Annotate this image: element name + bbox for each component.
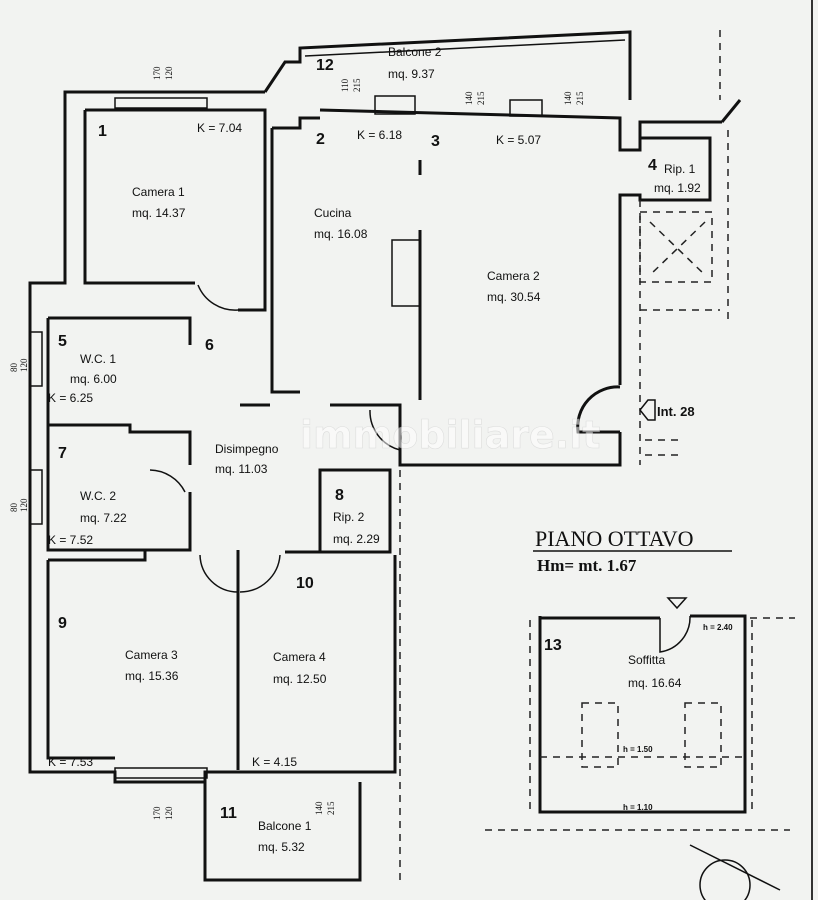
svg-text:120: 120	[164, 806, 174, 820]
svg-text:h = 2.40: h = 2.40	[703, 623, 733, 632]
svg-text:K = 7.04: K = 7.04	[197, 121, 242, 135]
svg-text:h = 1.50: h = 1.50	[623, 745, 653, 754]
svg-text:Balcone 1: Balcone 1	[258, 819, 312, 833]
svg-text:mq. 11.03: mq. 11.03	[215, 462, 268, 476]
svg-text:170: 170	[152, 806, 162, 820]
svg-text:Camera 4: Camera 4	[273, 650, 326, 664]
room-balcone-2: 12 Balcone 2 mq. 9.37	[316, 45, 442, 81]
svg-text:110: 110	[340, 78, 350, 92]
svg-text:13: 13	[544, 637, 562, 654]
svg-text:7: 7	[58, 445, 67, 462]
svg-text:140: 140	[563, 91, 573, 105]
svg-text:W.C. 1: W.C. 1	[80, 352, 116, 366]
svg-text:K = 7.53: K = 7.53	[48, 755, 93, 769]
svg-text:mq. 15.36: mq. 15.36	[125, 669, 179, 683]
svg-text:3: 3	[431, 133, 440, 150]
svg-text:Camera 3: Camera 3	[125, 648, 178, 662]
svg-text:Soffitta: Soffitta	[628, 653, 665, 667]
room-balcone-1: 11 Balcone 1 mq. 5.32	[220, 805, 312, 854]
svg-text:170: 170	[152, 66, 162, 80]
svg-text:6: 6	[205, 337, 214, 354]
svg-text:Cucina: Cucina	[314, 206, 352, 220]
room-soffitta: 13 Soffitta mq. 16.64 h = 2.40 h = 1.50 …	[544, 623, 733, 812]
svg-text:h = 1.10: h = 1.10	[623, 803, 653, 812]
entry-arrow-icon	[666, 597, 688, 610]
svg-text:Camera 1: Camera 1	[132, 185, 185, 199]
svg-text:mq. 7.22: mq. 7.22	[80, 511, 127, 525]
svg-text:Camera 2: Camera 2	[487, 269, 540, 283]
svg-text:215: 215	[575, 91, 585, 105]
svg-text:K = 6.18: K = 6.18	[357, 128, 402, 142]
compass-icon	[699, 859, 751, 900]
room-ripostiglio-2: 8 Rip. 2 mq. 2.29	[333, 487, 380, 546]
svg-text:1: 1	[98, 123, 107, 140]
svg-text:10: 10	[296, 575, 314, 592]
svg-text:2: 2	[316, 131, 325, 148]
svg-text:80: 80	[9, 503, 19, 513]
svg-text:K = 5.07: K = 5.07	[496, 133, 541, 147]
svg-text:5: 5	[58, 333, 67, 350]
svg-text:PIANO OTTAVO: PIANO OTTAVO	[535, 526, 694, 551]
svg-text:215: 215	[326, 801, 336, 815]
svg-text:Rip. 2: Rip. 2	[333, 510, 365, 524]
room-camera-4: 10 Camera 4 mq. 12.50 K = 4.15	[252, 575, 327, 769]
svg-text:11: 11	[220, 805, 237, 822]
svg-text:Balcone 2: Balcone 2	[388, 45, 442, 59]
svg-text:120: 120	[19, 498, 29, 512]
watermark: immobiliare.it	[300, 413, 600, 457]
svg-text:Rip. 1: Rip. 1	[664, 162, 696, 176]
room-camera-1: 1 K = 7.04 Camera 1 mq. 14.37	[98, 121, 242, 220]
svg-text:K = 7.52: K = 7.52	[48, 533, 93, 547]
entrance-marker: Int. 28	[639, 399, 695, 421]
svg-text:Int. 28: Int. 28	[657, 404, 695, 419]
svg-text:4: 4	[648, 157, 657, 174]
svg-text:9: 9	[58, 615, 67, 632]
entrance-arrow-icon	[639, 399, 656, 421]
svg-text:mq. 2.29: mq. 2.29	[333, 532, 380, 546]
svg-text:80: 80	[9, 363, 19, 373]
svg-text:K = 6.25: K = 6.25	[48, 391, 93, 405]
svg-text:mq. 5.32: mq. 5.32	[258, 840, 305, 854]
room-disimpegno: 6 Disimpegno mq. 11.03	[205, 337, 279, 476]
svg-text:Hm= mt. 1.67: Hm= mt. 1.67	[537, 556, 637, 575]
room-camera-2: 3 K = 5.07 Camera 2 mq. 30.54	[431, 133, 541, 304]
room-cucina: 2 K = 6.18 Cucina mq. 16.08	[314, 128, 402, 241]
svg-text:8: 8	[335, 487, 344, 504]
room-wc-2: 7 W.C. 2 mq. 7.22 K = 7.52	[48, 445, 127, 547]
svg-text:mq. 16.64: mq. 16.64	[628, 676, 682, 690]
svg-text:215: 215	[352, 78, 362, 92]
svg-text:mq. 16.08: mq. 16.08	[314, 227, 368, 241]
attic-plan	[485, 597, 795, 900]
floor-title: PIANO OTTAVO Hm= mt. 1.67	[533, 526, 732, 575]
svg-text:mq. 9.37: mq. 9.37	[388, 67, 435, 81]
room-camera-3: 9 Camera 3 mq. 15.36 K = 7.53	[48, 615, 179, 769]
svg-text:W.C. 2: W.C. 2	[80, 489, 116, 503]
svg-text:120: 120	[19, 358, 29, 372]
svg-text:mq. 6.00: mq. 6.00	[70, 372, 117, 386]
svg-text:12: 12	[316, 57, 334, 74]
svg-text:140: 140	[464, 91, 474, 105]
svg-text:120: 120	[164, 66, 174, 80]
svg-text:Disimpegno: Disimpegno	[215, 442, 279, 456]
svg-text:140: 140	[314, 801, 324, 815]
svg-text:mq. 12.50: mq. 12.50	[273, 672, 327, 686]
svg-text:K = 4.15: K = 4.15	[252, 755, 297, 769]
svg-text:215: 215	[476, 91, 486, 105]
svg-text:mq. 30.54: mq. 30.54	[487, 290, 541, 304]
room-wc-1: 5 W.C. 1 mq. 6.00 K = 6.25	[48, 333, 117, 405]
walls	[28, 30, 742, 882]
svg-text:mq. 14.37: mq. 14.37	[132, 206, 186, 220]
svg-text:mq. 1.92: mq. 1.92	[654, 181, 701, 195]
room-ripostiglio-1: 4 Rip. 1 mq. 1.92	[648, 157, 701, 195]
